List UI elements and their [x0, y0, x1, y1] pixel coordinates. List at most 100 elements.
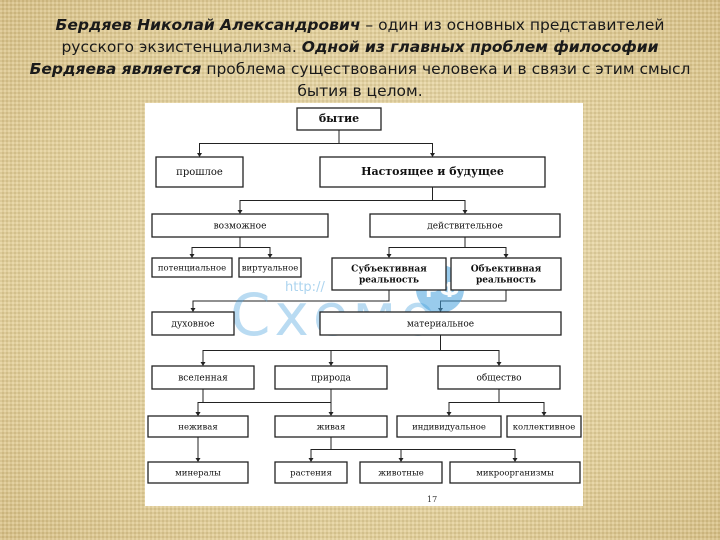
arrow-priroda-zhivaya — [328, 412, 334, 416]
node-label-obshchestvo: общество — [476, 372, 521, 383]
arrow-bytie-proshloe — [197, 153, 202, 157]
node-box-virtualnoe — [238, 257, 302, 278]
arrow-obshchestvo-individualnoe — [446, 412, 452, 416]
node-label-potentsialnoe: потенциальное — [158, 263, 226, 273]
node-mikroorganizmy: микроорганизмы — [449, 461, 581, 484]
node-box-vozmozhnoe — [151, 213, 329, 238]
arrow-subektivnaya-dukhovnoe — [190, 308, 196, 312]
node-box-materialnoe — [319, 311, 562, 336]
node-box-obektivnaya — [450, 257, 562, 291]
edge-vozmozhnoe-potentsialnoe — [191, 237, 241, 255]
arrow-nastoyashchee-vozmozhnoe — [237, 210, 243, 214]
arrow-obshchestvo-kollektivnoe — [541, 412, 547, 416]
node-box-proshloe — [155, 156, 244, 188]
edge-zhivaya-zhivotnye — [330, 437, 402, 459]
edge-zhivaya-rasteniya — [310, 437, 332, 459]
node-box-potentsialnoe — [151, 257, 233, 278]
arrow-materialnoe-priroda — [328, 362, 334, 366]
node-label-materialnoe: материальное — [407, 319, 474, 329]
arrow-vozmozhnoe-potentsialnoe — [189, 254, 195, 258]
node-nezhivaya: неживая — [147, 415, 249, 438]
node-label-individualnoe: индивидуальное — [412, 422, 486, 432]
arrow-deystvitelnoe-obektivnaya — [503, 254, 509, 258]
node-label-proshloe: прошлое — [176, 167, 223, 178]
node-label-dukhovnoe: духовное — [171, 319, 214, 329]
node-box-vselennaya — [151, 365, 255, 390]
arrow-nezhivaya-mineraly — [195, 458, 201, 462]
edge-subektivnaya-dukhovnoe — [192, 290, 390, 309]
page-number: 17 — [427, 495, 437, 504]
watermark-url: http:// — [285, 280, 325, 295]
edge-nastoyashchee-vozmozhnoe — [239, 187, 433, 211]
edge-vozmozhnoe-virtualnoe — [239, 237, 271, 255]
node-label-kollektivnoe: коллективное — [513, 422, 576, 432]
node-kollektivnoe: коллективное — [506, 415, 582, 438]
edge-bytie-proshloe — [199, 130, 340, 154]
edge-priroda-nezhivaya — [197, 389, 332, 413]
edge-nastoyashchee-deystvitelnoe — [432, 187, 466, 211]
node-proshloe: прошлое — [155, 156, 244, 188]
node-label-virtualnoe: виртуальное — [242, 263, 299, 273]
node-box-zhivotnye — [359, 461, 443, 484]
node-label-vselennaya: вселенная — [178, 373, 228, 383]
arrow-zhivaya-mikroorganizmy — [512, 458, 518, 462]
node-label-zhivaya: живая — [317, 422, 346, 432]
node-label-deystvitelnoe: действительное — [427, 221, 503, 231]
node-individualnoe: индивидуальное — [396, 415, 502, 438]
arrow-nastoyashchee-deystvitelnoe — [462, 210, 468, 214]
arrow-priroda-nezhivaya — [195, 412, 201, 416]
node-label-priroda: природа — [311, 373, 351, 383]
slide-text: Бердяев Николай Александрович – один из … — [22, 14, 698, 102]
edge-deystvitelnoe-subektivnaya — [388, 237, 466, 255]
edge-deystvitelnoe-obektivnaya — [464, 237, 507, 255]
node-obshchestvo: общество — [437, 365, 561, 390]
node-materialnoe: материальное — [319, 311, 562, 336]
author-name: Бердяев Николай Александрович — [55, 16, 361, 34]
edge-zhivaya-mikroorganizmy — [330, 437, 516, 459]
node-priroda: природа — [274, 365, 388, 390]
node-label-vozmozhnoe: возможное — [214, 221, 267, 231]
intro-text: – один из основных представителей русско… — [61, 16, 665, 56]
node-box-rasteniya — [274, 461, 348, 484]
node-box-obshchestvo — [437, 365, 561, 390]
arrow-zhivaya-zhivotnye — [398, 458, 404, 462]
node-box-nezhivaya — [147, 415, 249, 438]
node-box-mineraly — [147, 461, 249, 484]
node-box-bytie — [296, 107, 382, 131]
edge-obshchestvo-individualnoe — [448, 389, 500, 413]
node-nastoyashchee: Настоящее и будущее — [319, 156, 546, 188]
conclusion-text: проблема существования человека и в связ… — [201, 60, 691, 100]
arrow-materialnoe-obshchestvo — [496, 362, 502, 366]
node-zhivaya: живая — [274, 415, 388, 438]
node-box-zhivaya — [274, 415, 388, 438]
node-box-priroda — [274, 365, 388, 390]
node-box-kollektivnoe — [506, 415, 582, 438]
node-potentsialnoe: потенциальное — [151, 257, 233, 278]
node-box-dukhovnoe — [151, 311, 235, 336]
node-bytie: бытие — [296, 107, 382, 131]
diagram-edges — [189, 130, 547, 462]
node-label-bytie: бытие — [319, 112, 359, 125]
node-virtualnoe: виртуальное — [238, 257, 302, 278]
emphasis-text: Одной из главных проблем философии Бердя… — [29, 38, 659, 78]
node-deystvitelnoe: действительное — [369, 213, 561, 238]
node-dukhovnoe: духовное — [151, 311, 235, 336]
node-label-mineraly: минералы — [175, 468, 221, 478]
arrow-materialnoe-vselennaya — [200, 362, 206, 366]
node-box-nastoyashchee — [319, 156, 546, 188]
node-label-nezhivaya: неживая — [178, 422, 217, 432]
node-label-nastoyashchee: Настоящее и будущее — [361, 165, 504, 178]
node-label-mikroorganizmy: микроорганизмы — [476, 468, 554, 478]
node-mineraly: минералы — [147, 461, 249, 484]
arrow-vozmozhnoe-virtualnoe — [267, 254, 273, 258]
node-box-mikroorganizmy — [449, 461, 581, 484]
node-vozmozhnoe: возможное — [151, 213, 329, 238]
node-zhivotnye: животные — [359, 461, 443, 484]
node-label-zhivotnye: животные — [378, 468, 424, 478]
node-box-deystvitelnoe — [369, 213, 561, 238]
